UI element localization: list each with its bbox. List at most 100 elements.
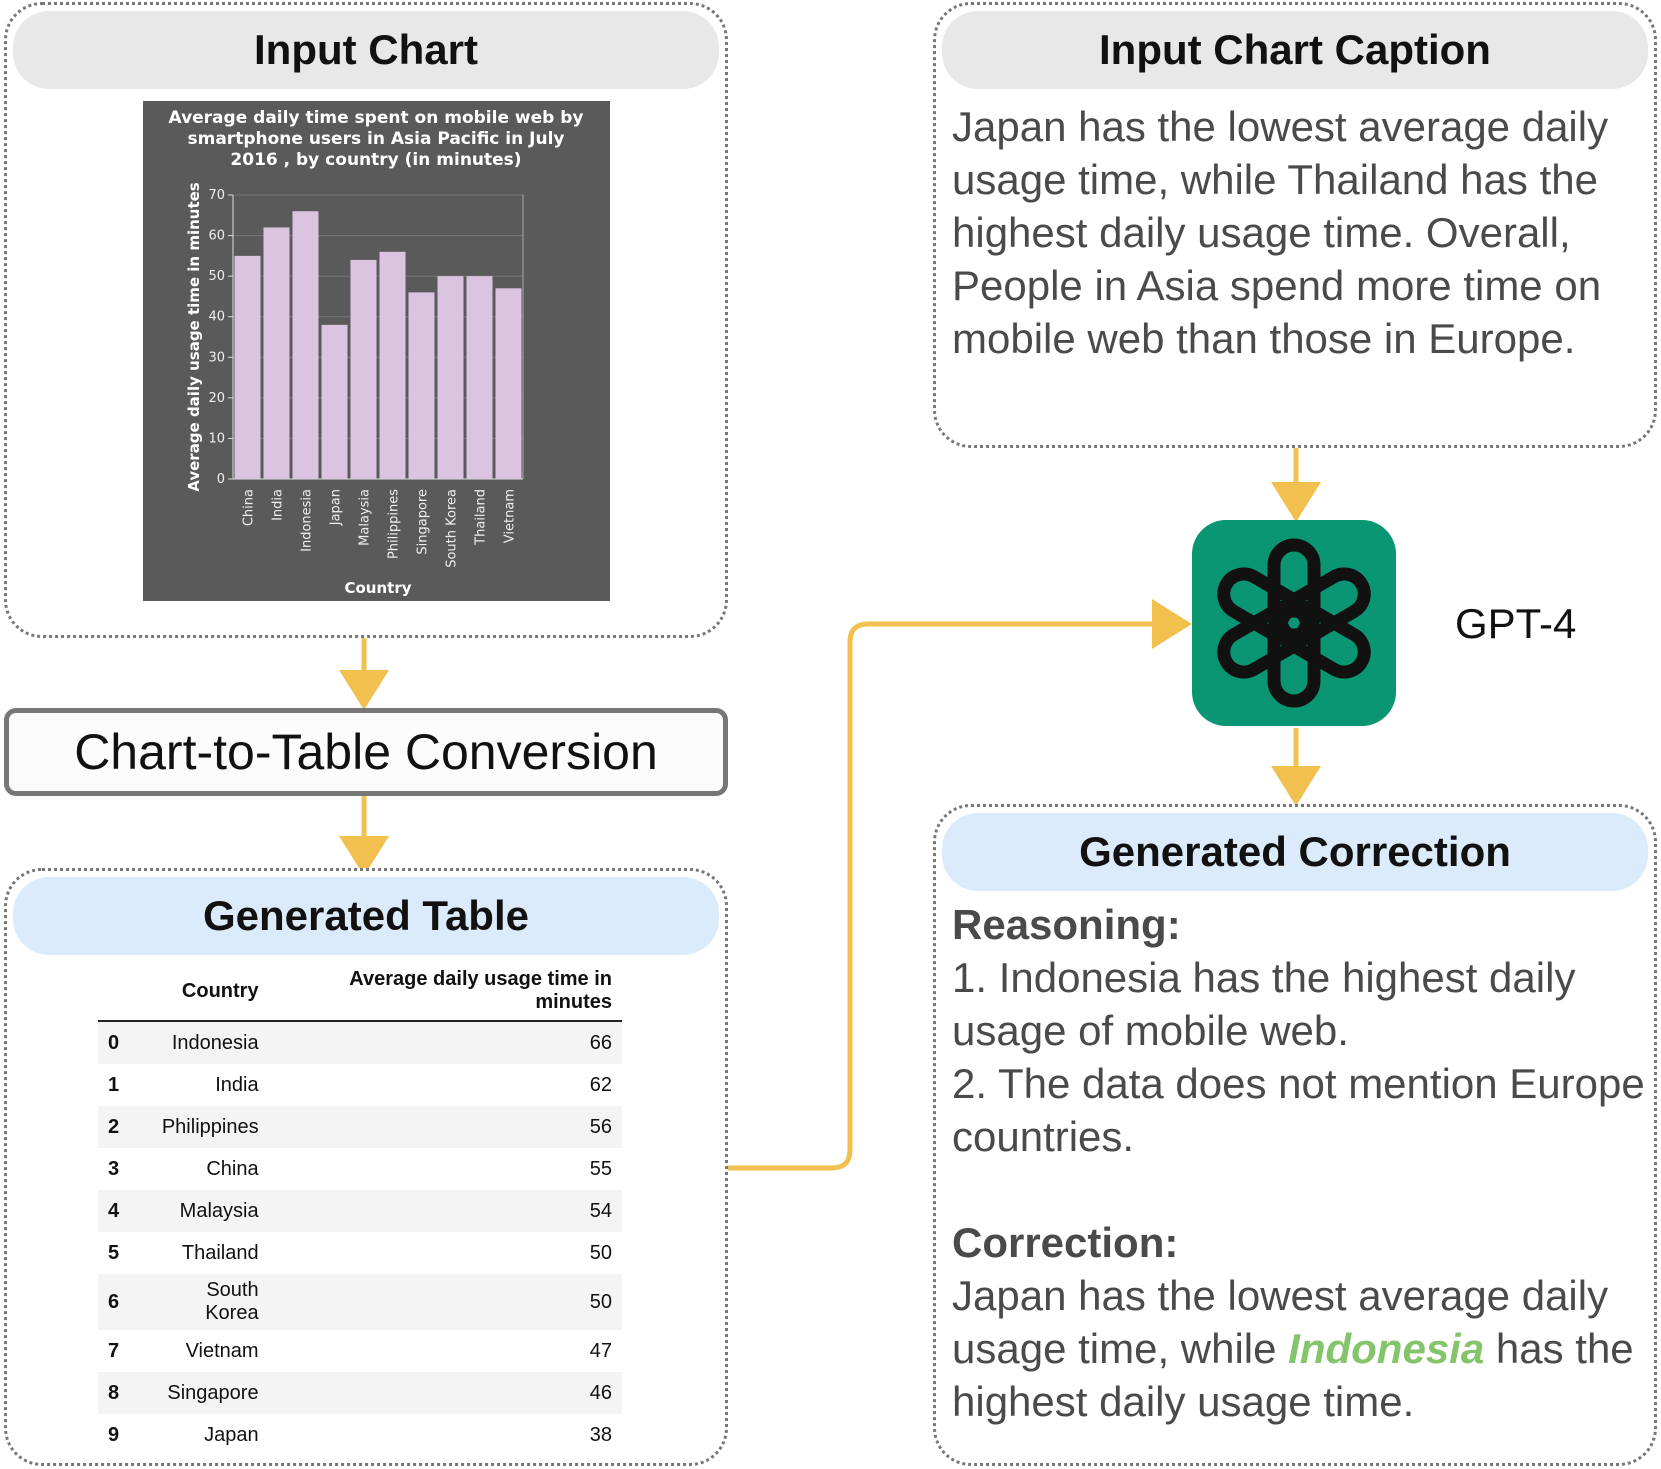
row-index: 7: [108, 1339, 120, 1362]
data-table: Country Average daily usage time in minu…: [98, 962, 622, 1456]
row-index: 1: [108, 1073, 120, 1096]
generated-table-header: Generated Table: [13, 877, 719, 955]
x-axis-label: Country: [344, 579, 411, 597]
chart-title-line: 2016 , by country (in minutes): [230, 150, 521, 170]
input-chart-header: Input Chart: [13, 11, 719, 89]
row-index: 4: [98, 1190, 138, 1232]
row-index: 0: [98, 1021, 138, 1064]
country-cell: Japan: [204, 1423, 259, 1446]
table-row: 1 India 62: [98, 1064, 622, 1106]
openai-knot-icon: [1217, 538, 1371, 708]
input-caption-panel: Input Chart Caption: [933, 2, 1657, 448]
y-axis-label: Average daily usage time in minutes: [185, 182, 203, 492]
country-cell: China: [206, 1157, 259, 1180]
bar: [379, 251, 406, 479]
x-tick-label: Singapore: [416, 489, 431, 555]
value-cell: 47: [589, 1339, 612, 1362]
x-tick-label: China: [242, 489, 257, 526]
row-index: 2: [98, 1106, 138, 1148]
column-header: Average daily usage time in minutes: [268, 962, 622, 1022]
country-cell: Malaysia: [138, 1190, 269, 1232]
value-cell: 50: [589, 1241, 612, 1264]
country-cell: Vietnam: [185, 1339, 259, 1362]
reasoning-heading: Reasoning:: [952, 901, 1181, 948]
bar: [350, 259, 377, 479]
bar: [495, 288, 522, 479]
bar: [263, 227, 290, 479]
bar: [321, 324, 348, 479]
country-cell: India: [215, 1073, 259, 1096]
table-header-row: Country Average daily usage time in minu…: [98, 962, 622, 1022]
correction-heading: Correction:: [952, 1219, 1179, 1266]
input-caption-header: Input Chart Caption: [942, 11, 1648, 89]
column-header: Country: [138, 962, 269, 1022]
column-header: [98, 962, 138, 1022]
row-index: 9: [108, 1423, 120, 1446]
reasoning-point-2: 2. The data does not mention Europe coun…: [952, 1060, 1645, 1160]
generated-correction-header: Generated Correction: [942, 813, 1648, 891]
table-row: 5 Thailand 50: [98, 1232, 622, 1274]
x-tick-label: Thailand: [474, 489, 489, 546]
reasoning-point-1: 1. Indonesia has the highest daily usage…: [952, 954, 1576, 1054]
country-cell: Singapore: [138, 1372, 269, 1414]
value-cell: 66: [268, 1021, 622, 1064]
y-tick-label: 30: [208, 350, 225, 365]
y-tick-label: 40: [208, 310, 225, 325]
generated-correction-panel: Generated Correction: [933, 804, 1657, 1466]
country-cell: Indonesia: [138, 1021, 269, 1064]
country-cell: Thailand: [181, 1241, 259, 1264]
row-index: 6: [98, 1274, 138, 1330]
value-cell: 54: [268, 1190, 622, 1232]
bar: [437, 276, 464, 479]
arrow-table-to-gpt: [726, 599, 1192, 1171]
table-row: 7 Vietnam 47: [98, 1330, 622, 1372]
x-tick-label: Philippines: [387, 489, 402, 559]
value-cell: 62: [589, 1073, 612, 1096]
bar: [292, 211, 319, 479]
chart-title-line: Average daily time spent on mobile web b…: [169, 108, 584, 128]
bar-chart: Average daily time spent on mobile web b…: [169, 108, 584, 597]
x-tick-label: India: [271, 489, 286, 521]
value-cell: 38: [589, 1423, 612, 1446]
table-row: 9 Japan 38: [98, 1414, 622, 1456]
correction-before: Japan has the lowest average daily usage…: [952, 1272, 1609, 1372]
x-tick-label: Malaysia: [358, 489, 373, 546]
country-cell: Philippines: [138, 1106, 269, 1148]
correction-highlight: Indonesia: [1288, 1325, 1485, 1372]
value-cell: 50: [268, 1274, 622, 1330]
y-tick-label: 60: [208, 229, 225, 244]
x-tick-label: South Korea: [445, 489, 460, 568]
correction-sentence: Japan has the lowest average daily usage…: [952, 1269, 1652, 1428]
row-index: 5: [108, 1241, 120, 1264]
row-index: 8: [98, 1372, 138, 1414]
x-tick-label: Vietnam: [503, 489, 518, 543]
country-cell: South Korea: [138, 1274, 269, 1330]
y-tick-label: 10: [208, 431, 225, 446]
row-index: 3: [108, 1157, 120, 1180]
x-tick-label: Japan: [329, 489, 344, 526]
y-tick-label: 70: [208, 188, 225, 203]
bar: [466, 276, 493, 479]
bar: [408, 292, 435, 479]
value-cell: 56: [268, 1106, 622, 1148]
y-tick-label: 0: [217, 472, 225, 487]
bar: [234, 255, 261, 479]
value-cell: 55: [589, 1157, 612, 1180]
chart-to-table-conversion: Chart-to-Table Conversion: [4, 708, 728, 796]
correction-after: has the highest daily usage time.: [952, 1325, 1634, 1425]
x-tick-label: Indonesia: [300, 489, 315, 552]
y-tick-label: 20: [208, 391, 225, 406]
model-label: GPT-4: [1455, 600, 1577, 647]
caption-text: Japan has the lowest average daily usage…: [952, 103, 1609, 362]
y-tick-label: 50: [208, 269, 225, 284]
correction-text: Reasoning: 1. Indonesia has the highest …: [952, 898, 1652, 1428]
chart-title-line: smartphone users in Asia Pacific in July: [188, 129, 565, 149]
table-row: 3 China 55: [98, 1148, 622, 1190]
value-cell: 46: [268, 1372, 622, 1414]
